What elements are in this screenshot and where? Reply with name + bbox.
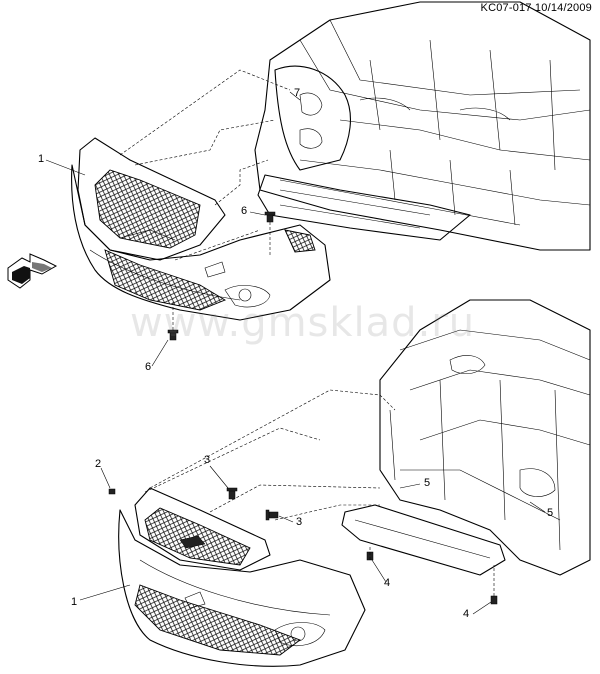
callout-6-upper: 6 [241,205,248,217]
lower-grille-assembly [134,487,271,571]
lower-front-bumper-fascia [118,509,366,667]
callout-7: 7 [294,87,301,99]
callout-4-upper: 4 [384,577,391,589]
lower-air-deflector [341,504,506,576]
callout-1-upper: 1 [38,153,45,165]
callout-2: 2 [95,458,102,470]
watermark-text: www.gmsklad.ru [130,300,476,346]
callout-5-upper: 5 [424,477,431,489]
upper-skid-plate [257,174,471,241]
callout-3-lower: 3 [296,516,303,528]
upper-front-bumper-fascia [71,164,331,321]
fastener-3-lower [265,509,279,521]
lower-vehicle-frame [379,299,591,576]
front-arrow-icon [7,253,58,289]
callout-3-upper: 3 [204,454,211,466]
callout-6-lower: 6 [145,361,152,373]
diagram-code-date: KC07-017 10/14/2009 [480,2,592,14]
callout-5-lower: 5 [547,507,554,519]
fastener-3-upper [226,487,238,500]
callout-1-lower: 1 [71,596,78,608]
fastener-4-lower [490,595,498,605]
upper-fascia-grille-assembly [77,137,226,261]
upper-vehicle-frame [254,1,591,251]
fastener-2 [108,488,116,495]
fastener-6-upper [264,211,276,223]
callout-4-lower: 4 [463,608,470,620]
